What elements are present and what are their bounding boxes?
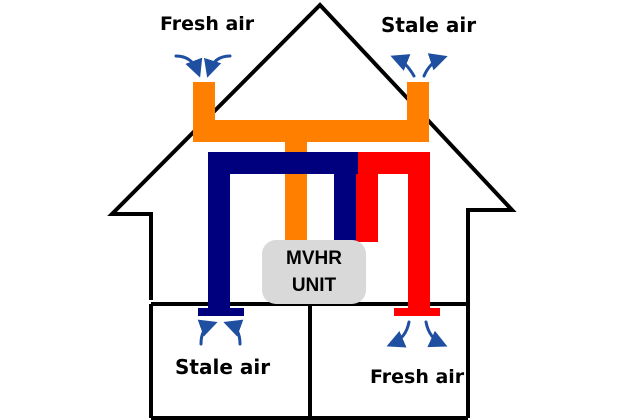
fresh-air-intake-label: Fresh air [160, 13, 255, 35]
extract-duct-right [334, 152, 356, 242]
outer-duct-crossbar [193, 120, 429, 142]
curved-arrow-icon [386, 320, 411, 348]
curved-arrow-icon [197, 319, 218, 346]
curved-arrow-icon [390, 54, 416, 78]
supply-duct-left [356, 152, 378, 242]
supply-duct-right [408, 152, 430, 310]
curved-arrow-icon [422, 53, 448, 78]
stale-air-extract-label: Stale air [175, 355, 271, 379]
extract-duct-top [208, 152, 358, 174]
supply-duct [356, 152, 440, 316]
outer-duct-drop [285, 120, 307, 240]
fresh-air-supply-label: Fresh air [370, 366, 465, 388]
curved-arrow-icon [424, 320, 448, 348]
extract-duct-left [208, 152, 230, 310]
mvhr-unit-label-line1: MVHR [286, 248, 342, 269]
supply-vent [394, 308, 440, 316]
extract-vent [198, 308, 244, 316]
curved-arrow-icon [223, 319, 244, 346]
house-outline [107, 2, 517, 420]
curved-arrow-icon [203, 54, 232, 78]
curved-arrow-icon [174, 54, 203, 78]
mvhr-unit-box [262, 240, 366, 304]
stale-air-exhaust-label: Stale air [381, 13, 477, 37]
airflow-arrows [174, 53, 448, 348]
mvhr-unit-label-line2: UNIT [291, 275, 337, 296]
roof-outline [107, 2, 517, 304]
outer-air-duct [193, 82, 429, 240]
extract-duct [198, 152, 358, 316]
